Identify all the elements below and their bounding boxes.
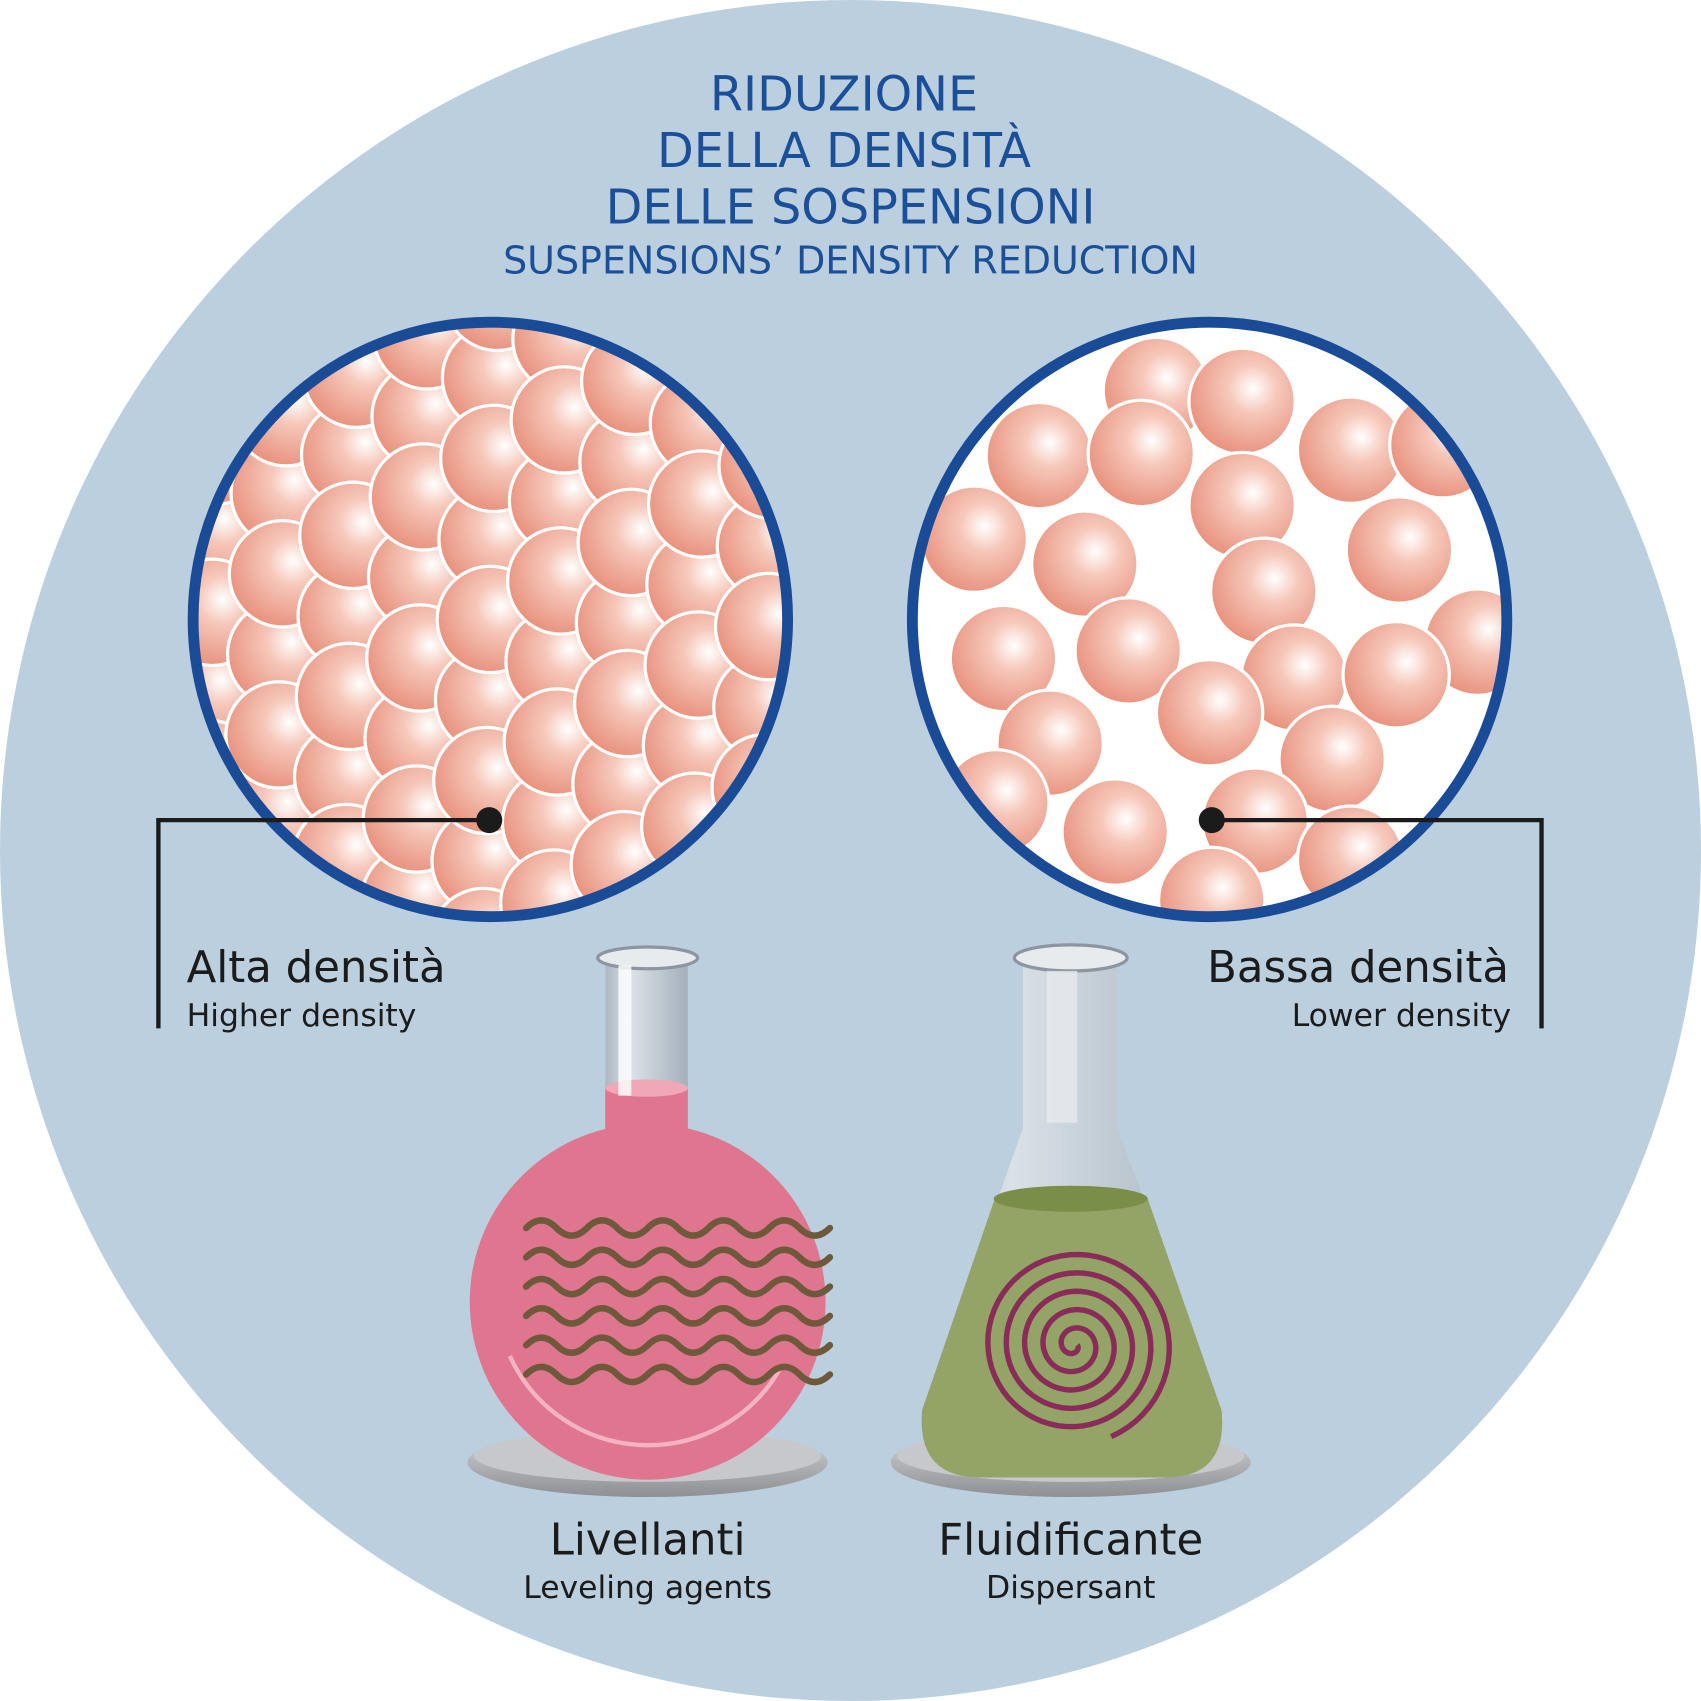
particle (1344, 495, 1455, 605)
particle (948, 603, 1059, 714)
high-density-label: Alta densità (187, 943, 446, 993)
particle (1187, 346, 1297, 457)
wave-line (522, 1334, 834, 1357)
wave-line (522, 1217, 834, 1239)
particle (1086, 398, 1197, 509)
particle (1341, 619, 1451, 730)
particle (1156, 845, 1267, 915)
title-line-1: RIDUZIONE (710, 68, 978, 123)
particle (1060, 777, 1170, 887)
wave-line (522, 1363, 834, 1386)
particle (1295, 395, 1406, 505)
wave-line (522, 1305, 834, 1327)
wave-line (522, 1246, 834, 1269)
low-density-sublabel: Lower density (1292, 998, 1511, 1034)
title-english: SUSPENSIONS’ DENSITY REDUCTION (503, 238, 1198, 282)
particle (442, 324, 553, 353)
particle (1030, 509, 1140, 619)
dispersant-sublabel: Dispersant (986, 1570, 1155, 1606)
particle (1154, 657, 1265, 768)
leveling-agents-sublabel: Leveling agents (523, 1570, 772, 1606)
leveling-agents-label: Livellanti (550, 1516, 746, 1566)
erlenmeyer-flask (890, 943, 1251, 1498)
particle (1073, 596, 1183, 706)
low-density-label: Bassa densità (1207, 943, 1509, 993)
round-flask (467, 945, 834, 1498)
particle (713, 571, 786, 682)
high-density-sublabel: Higher density (187, 998, 417, 1034)
wave-pattern (522, 1217, 834, 1386)
spiral-pattern (985, 1251, 1172, 1440)
dispersant-label: Fluidificante (938, 1516, 1203, 1566)
right-callout (1198, 807, 1544, 1029)
particle (428, 886, 539, 915)
title-line-2: DELLA DENSITÀ (657, 122, 1031, 179)
left-callout (156, 807, 503, 1029)
wave-line (522, 1275, 834, 1298)
title-line-3: DELLE SOSPENSIONI (606, 180, 1096, 235)
